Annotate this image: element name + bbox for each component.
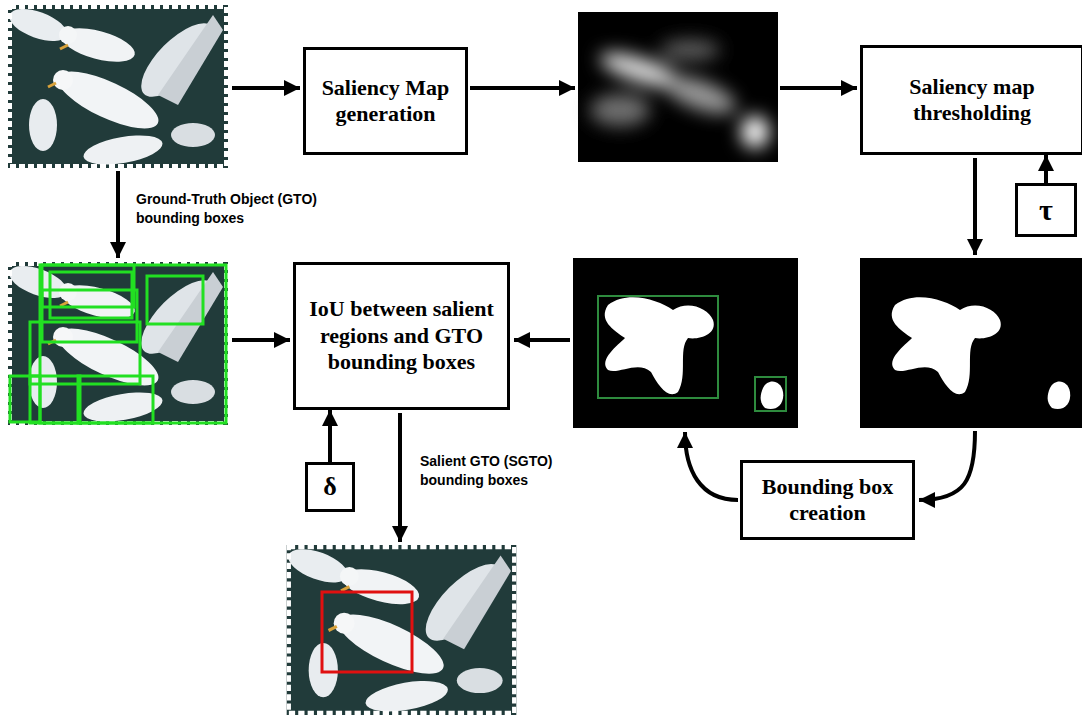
connector-group — [330, 410, 331, 462]
parameter-box: δ — [305, 462, 355, 512]
process-box: Saliency Map generation — [303, 47, 468, 155]
box-label: IoU between salient regions and GTO boun… — [302, 296, 501, 375]
output-photo — [284, 542, 516, 716]
input-photo — [5, 3, 228, 170]
flow-caption: Salient GTO (SGTO) bounding boxes — [420, 452, 595, 490]
parameter-box: τ — [1015, 183, 1077, 237]
process-box: IoU between salient regions and GTO boun… — [293, 262, 510, 410]
box-label: Saliency map thresholding — [869, 74, 1075, 127]
process-box: Bounding box creation — [740, 460, 915, 540]
thresholded-map-image — [860, 258, 1082, 428]
boxed-map-image — [573, 258, 798, 428]
box-label: τ — [1039, 192, 1053, 228]
connector-arrow — [1044, 155, 1048, 183]
box-label: Saliency Map generation — [312, 75, 459, 128]
saliency-map-image — [578, 12, 778, 162]
connector-arrow — [328, 410, 332, 462]
box-label: δ — [323, 471, 337, 502]
flow-caption: Ground-Truth Object (GTO) bounding boxes — [136, 190, 366, 228]
ground-truth-photo — [5, 260, 228, 427]
flow-arrows — [118, 88, 975, 542]
box-label: Bounding box creation — [749, 474, 906, 527]
connector-group — [1046, 155, 1047, 183]
process-box: Saliency map thresholding — [860, 45, 1082, 155]
